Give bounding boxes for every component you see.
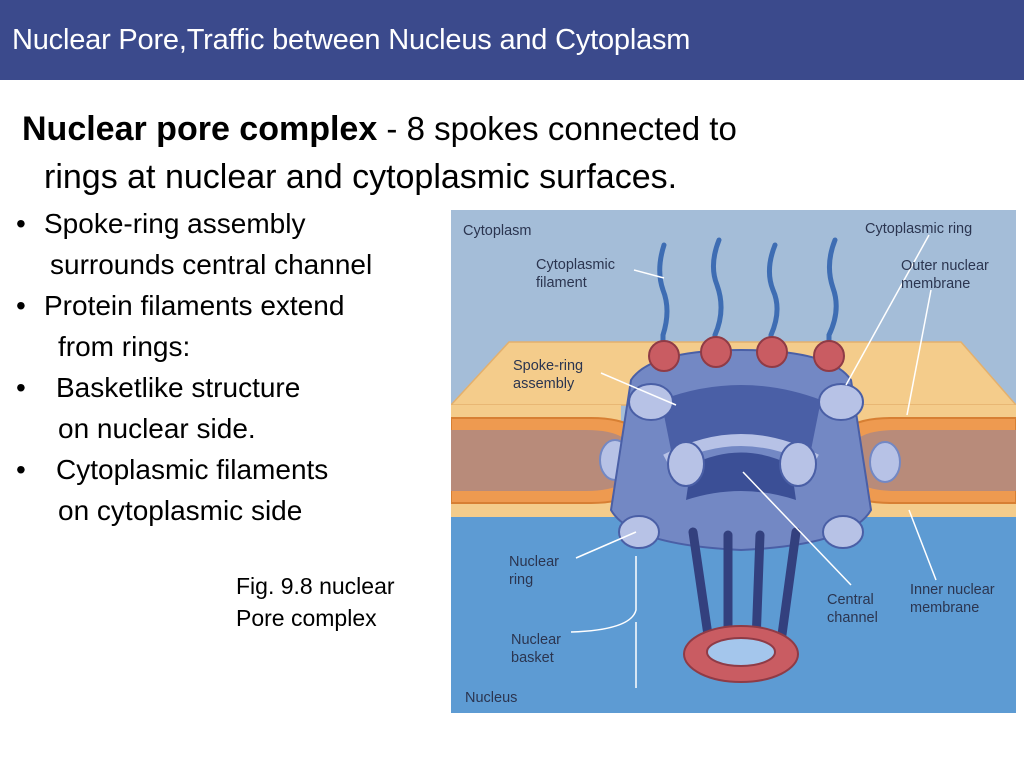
bullet-item: • Cytoplasmic filaments xyxy=(16,454,328,486)
label-inner-membrane: Inner nuclear xyxy=(910,582,995,598)
bullet-continuation: from rings: xyxy=(58,331,191,362)
figure-caption: Fig. 9.8 nuclear Pore complex xyxy=(236,570,395,634)
bullet-marker: • xyxy=(16,454,26,485)
basket-opening xyxy=(706,637,776,667)
slide-title: Nuclear Pore,Traffic between Nucleus and… xyxy=(12,24,691,56)
cytoplasmic-ring-lobe xyxy=(628,383,674,421)
bullet-marker: • xyxy=(16,372,26,403)
label-nuclear-basket-2: basket xyxy=(511,650,554,666)
bullet-continuation: surrounds central channel xyxy=(50,249,373,280)
heading-line2: rings at nuclear and cytoplasmic surface… xyxy=(44,158,678,196)
label-nucleus: Nucleus xyxy=(465,690,517,706)
bullet-text: Cytoplasmic filaments xyxy=(56,454,329,485)
bullet-continuation: on nuclear side. xyxy=(58,413,256,444)
bullet-item: • Basketlike structure xyxy=(16,372,300,404)
caption-line2: Pore complex xyxy=(236,605,377,631)
nuclear-pore-diagram: Cytoplasm Cytoplasmic ring Cytoplasmic f… xyxy=(451,210,1016,713)
bullet-item: • Spoke-ring assembly xyxy=(16,208,305,240)
nuclear-basket-posts xyxy=(688,527,801,647)
label-nuclear-ring-2: ring xyxy=(509,572,533,588)
central-channel-upper xyxy=(661,385,821,450)
central-channel xyxy=(686,452,796,500)
label-cytoplasmic-filament-2: filament xyxy=(536,275,587,291)
basket-bracket xyxy=(570,556,637,633)
label-spoke-ring-2: assembly xyxy=(513,376,575,392)
bullet-continuation: on cytoplasmic side xyxy=(58,495,303,526)
bullet-item: • Protein filaments extend xyxy=(16,290,344,322)
label-central-channel: Central xyxy=(827,592,874,608)
cytoplasmic-ring-beads xyxy=(648,336,845,372)
label-outer-membrane: Outer nuclear xyxy=(901,258,989,274)
heading-rest: - 8 spokes connected to xyxy=(377,110,737,147)
label-cytoplasmic-filament: Cytoplasmic xyxy=(536,257,615,273)
label-nuclear-basket: Nuclear xyxy=(511,632,561,648)
nuclear-ring-lobe xyxy=(618,515,660,549)
bullet-marker: • xyxy=(16,290,26,321)
bullet-text: Basketlike structure xyxy=(56,372,301,403)
label-cytoplasm: Cytoplasm xyxy=(463,223,532,239)
label-leaders xyxy=(575,234,937,586)
spoke-lobe xyxy=(667,441,705,487)
nuclear-ring-lobe xyxy=(822,515,864,549)
label-inner-membrane-2: membrane xyxy=(910,600,979,616)
caption-line1: Fig. 9.8 nuclear xyxy=(236,573,395,599)
cytoplasmic-filaments xyxy=(657,237,839,355)
spoke-lobe xyxy=(779,441,817,487)
heading-bold: Nuclear pore complex xyxy=(22,110,378,148)
bullet-marker: • xyxy=(16,208,26,239)
bullet-text: Spoke-ring assembly xyxy=(44,208,306,239)
label-spoke-ring: Spoke-ring xyxy=(513,358,583,374)
bullet-text: Protein filaments extend xyxy=(44,290,345,321)
heading: Nuclear pore complex - 8 spokes connecte… xyxy=(22,105,982,201)
label-nuclear-ring: Nuclear xyxy=(509,554,559,570)
label-outer-membrane-2: membrane xyxy=(901,276,970,292)
title-bar: Nuclear Pore,Traffic between Nucleus and… xyxy=(0,0,1024,80)
cytoplasmic-ring-lobe xyxy=(818,383,864,421)
label-cytoplasmic-ring: Cytoplasmic ring xyxy=(865,221,972,237)
right-envelope xyxy=(829,405,1016,517)
label-central-channel-2: channel xyxy=(827,610,878,626)
nuclear-pore-figure: Cytoplasm Cytoplasmic ring Cytoplasmic f… xyxy=(451,210,1016,713)
left-envelope xyxy=(451,405,653,517)
